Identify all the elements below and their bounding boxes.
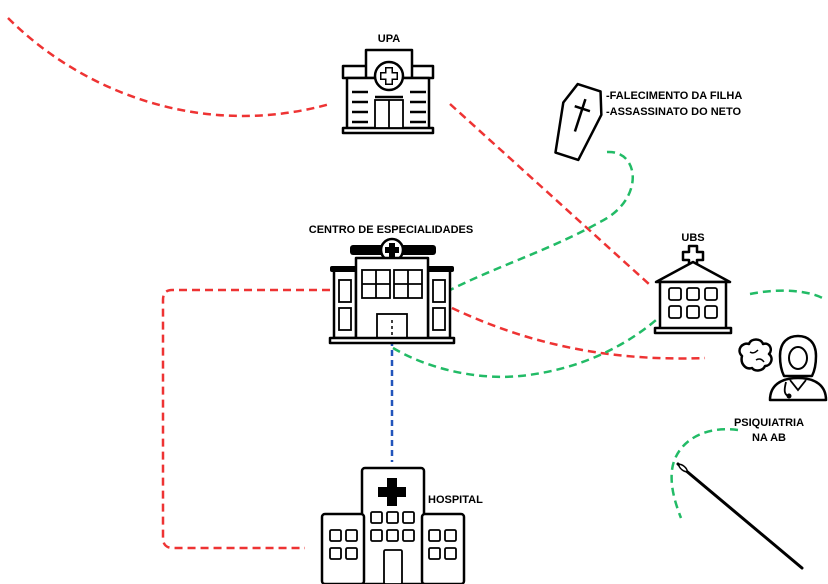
specialty-center-building-icon (328, 237, 456, 345)
red-link-centro-to-psiquiatria (451, 306, 706, 360)
upa-node: UPA (341, 33, 435, 135)
ubs-label: UBS (681, 232, 704, 244)
connections (7, 17, 827, 550)
upa-building-icon (341, 48, 435, 135)
centro-label: CENTRO DE ESPECIALIDADES (309, 224, 473, 236)
green-link-grief-to-centro (449, 150, 634, 292)
hospital-label: HOSPITAL (428, 494, 483, 506)
centro-node: CENTRO DE ESPECIALIDADES (309, 224, 473, 345)
upa-label: UPA (378, 33, 400, 45)
psiquiatria-label-line-2: NA AB (752, 432, 786, 444)
ubs-node: UBS (653, 232, 733, 335)
psiquiatria-label-line-1: PSIQUIATRIA (734, 417, 804, 429)
psychiatrist-icon (738, 334, 828, 402)
psiquiatria-node: PSIQUIATRIA NA AB (734, 334, 828, 444)
grief-label-line-1: -FALECIMENTO DA FILHA (606, 90, 742, 102)
red-link-arc-to-upa (7, 17, 331, 118)
green-link-needle-arc (670, 427, 739, 519)
coffin-icon (554, 82, 603, 162)
green-link-centro-to-ubs (392, 311, 666, 379)
ubs-building-icon (653, 244, 733, 335)
green-link-ubs-to-psiquiatria (749, 289, 827, 302)
red-link-upa-to-ubs (449, 103, 651, 286)
grief-label-line-2: -ASSASSINATO DO NETO (606, 106, 742, 118)
red-link-centro-to-hospital (161, 288, 330, 550)
hospital-building-icon (320, 466, 466, 584)
grief-node: -FALECIMENTO DA FILHA -ASSASSINATO DO NE… (554, 82, 742, 162)
needle-icon (676, 462, 804, 570)
hospital-node: HOSPITAL (320, 466, 483, 584)
